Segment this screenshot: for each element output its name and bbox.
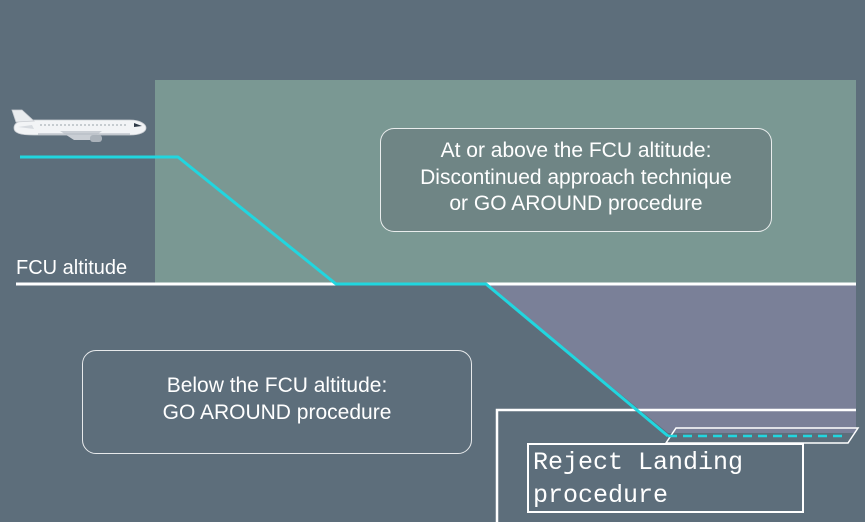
reject-landing-label: Reject Landing procedure (533, 448, 744, 510)
runway-line (495, 408, 856, 522)
fcu-altitude-label: FCU altitude (16, 257, 128, 279)
below-fcu-callout-box (82, 350, 472, 454)
runway-strip (664, 427, 860, 444)
above-fcu-callout-box (380, 128, 772, 232)
above-fcu-label: At or above the FCU altitude: Discontinu… (420, 139, 732, 216)
below-fcu-zone (486, 284, 856, 433)
flight-path (20, 155, 669, 438)
below-fcu-label: Below the FCU altitude: GO AROUND proced… (162, 374, 392, 424)
aircraft-icon (11, 109, 147, 142)
reject-landing-box (527, 443, 804, 513)
